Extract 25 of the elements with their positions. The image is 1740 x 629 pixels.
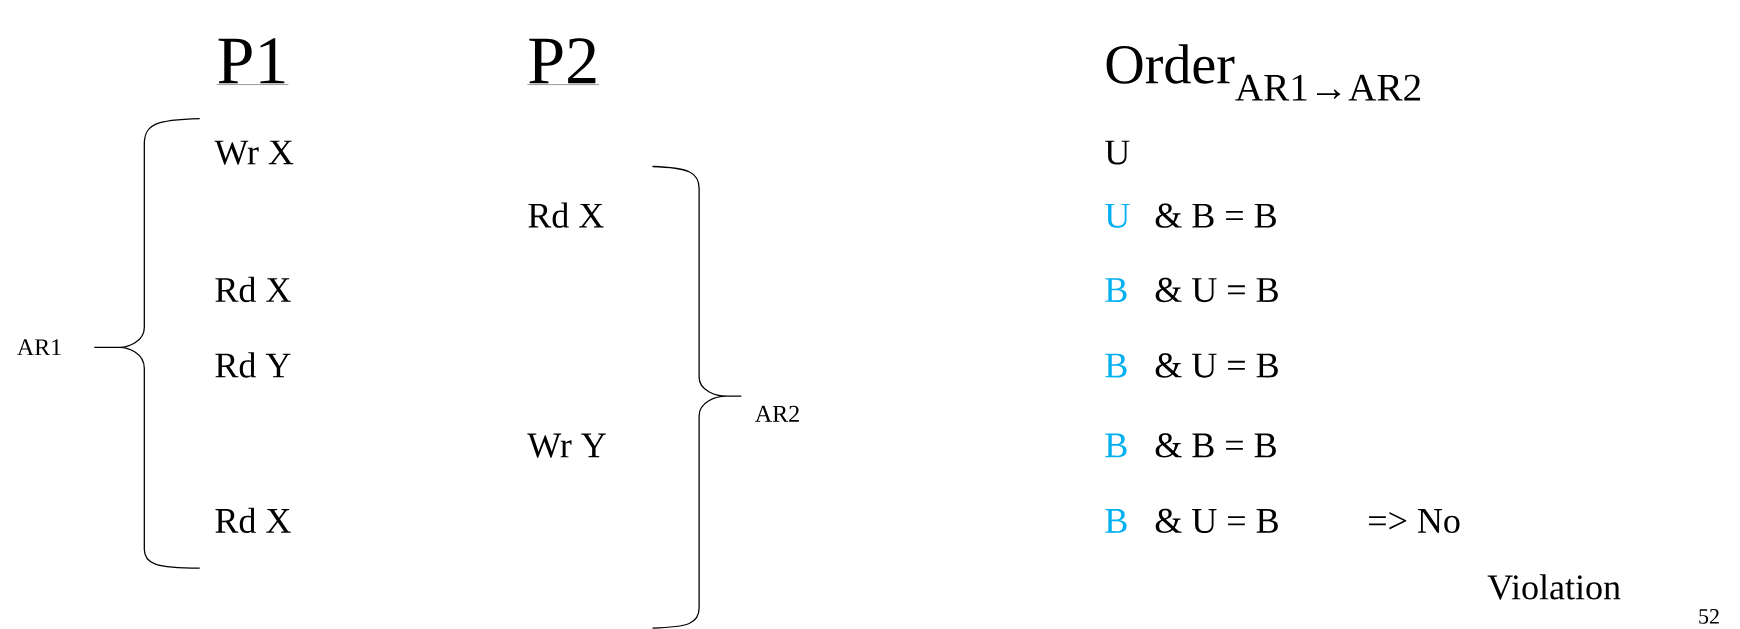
column-heading: P1 — [216, 38, 289, 85]
order-text: & U = B — [1155, 277, 1278, 303]
column-heading: Order$_{AR1→AR2}$ — [1106, 44, 1421, 101]
order-text: B — [1105, 353, 1127, 378]
order-text: U — [1105, 140, 1130, 165]
operation-text: Wr X — [214, 140, 294, 165]
order-text: & B = B — [1155, 203, 1276, 228]
brace-label: AR2 — [755, 405, 799, 422]
operation-text: Rd X — [215, 507, 291, 534]
operation-text: Rd X — [528, 202, 604, 228]
order-text: & U = B — [1155, 353, 1278, 378]
page-number: 52 — [1699, 609, 1719, 624]
order-text: & B = B — [1155, 433, 1276, 458]
order-text: U — [1105, 203, 1130, 228]
order-text: => No — [1369, 509, 1460, 534]
order-text: B — [1105, 433, 1127, 458]
order-text: Violation — [1487, 574, 1621, 600]
order-text: B — [1105, 278, 1127, 302]
order-text: & U = B — [1155, 508, 1278, 534]
order-text: B — [1105, 509, 1127, 533]
column-heading: P2 — [527, 38, 600, 85]
operation-text: Wr Y — [527, 433, 606, 458]
brace-label: AR1 — [17, 339, 61, 356]
operation-text: Rd Y — [215, 352, 291, 378]
operation-text: Rd X — [215, 276, 291, 303]
